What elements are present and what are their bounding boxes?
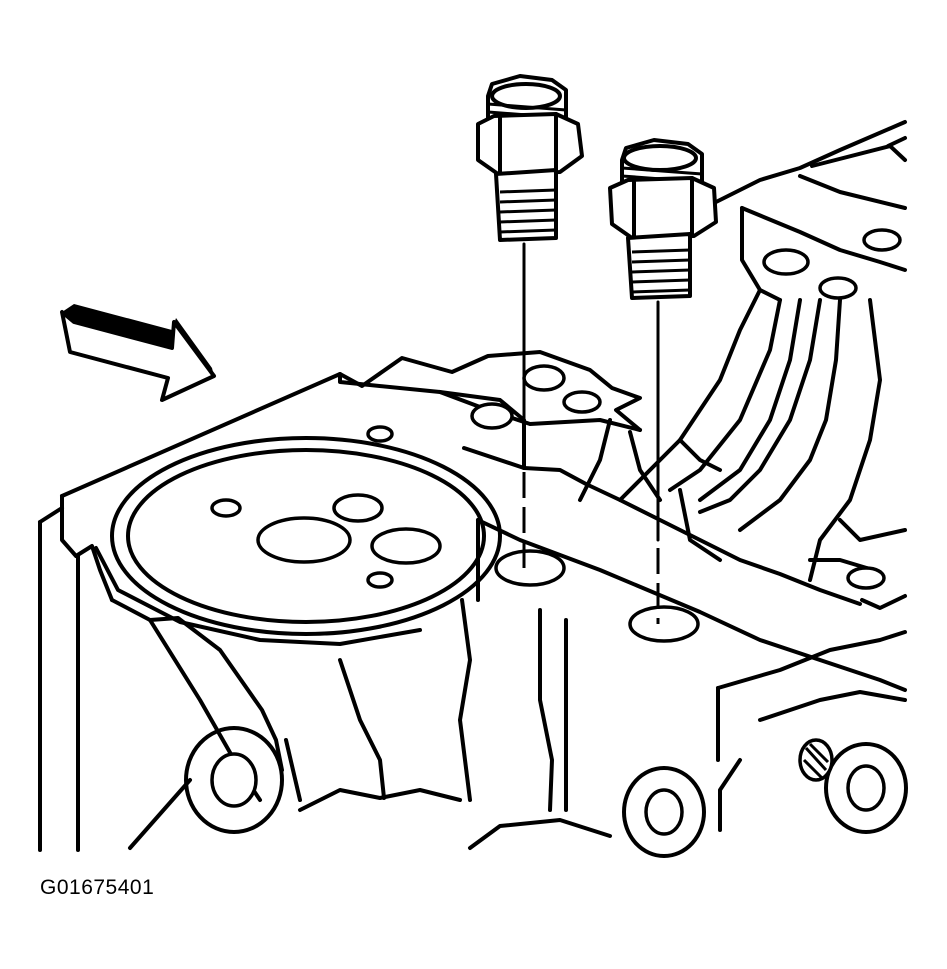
fitting-plug-icon [476,74,584,242]
engine-block-body [38,350,907,852]
alignment-lines [522,242,660,624]
bearing-saddle [578,120,907,610]
figure-id-label: G01675401 [40,876,155,899]
mounting-bosses [184,726,908,858]
direction-arrow-icon [60,304,216,402]
fitting-plug-icon [608,138,718,300]
oil-filter-mounting-pad [94,425,502,646]
fitting-holes [470,364,700,643]
